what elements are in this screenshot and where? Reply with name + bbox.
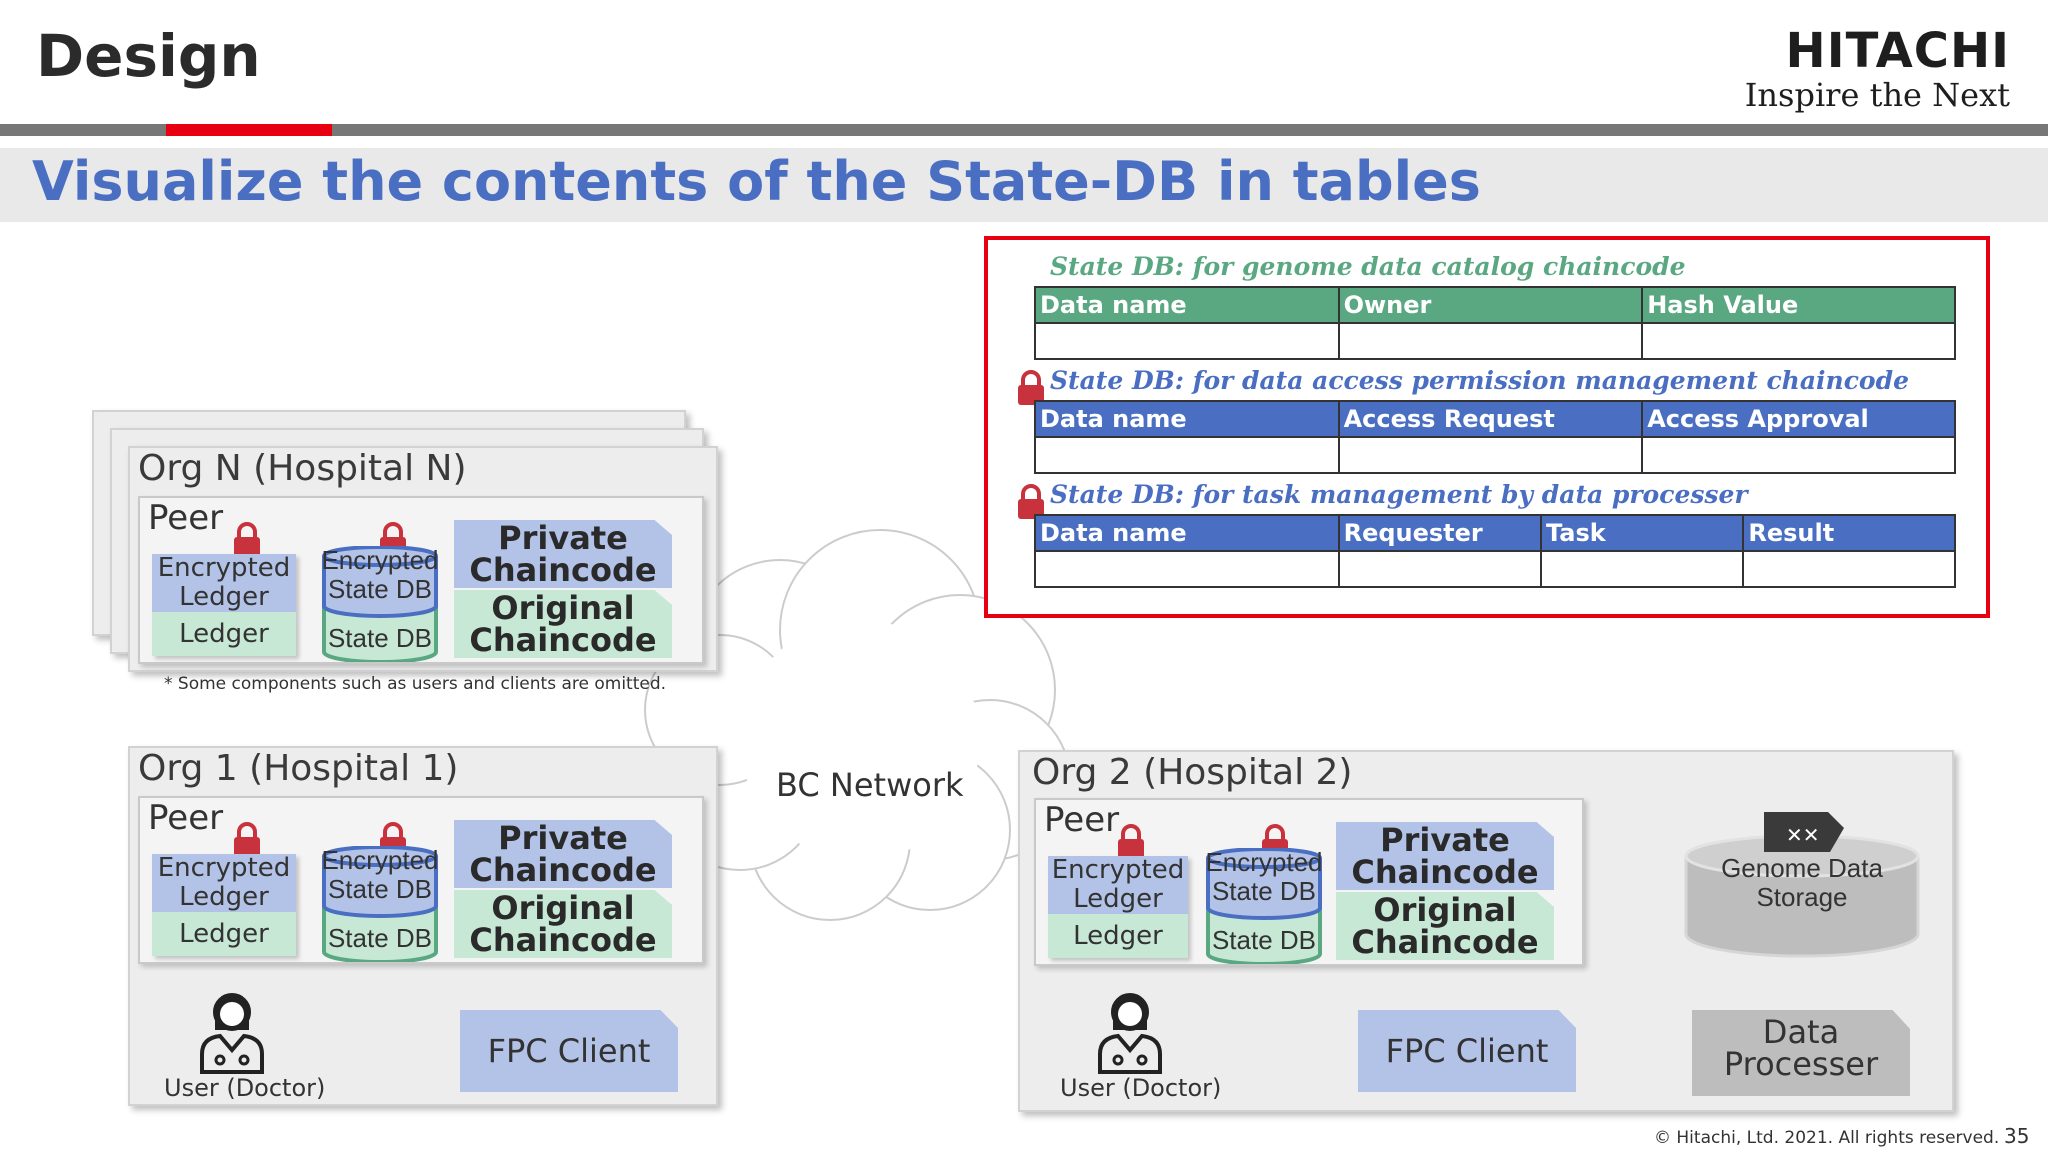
table-cell (1034, 322, 1340, 360)
table-header-cell: Owner (1337, 286, 1644, 324)
lock-icon (232, 522, 262, 563)
table-cell (1034, 436, 1340, 474)
table-header-cell: Data name (1034, 514, 1340, 552)
dna-chip-icon: ✕✕ (1756, 798, 1848, 859)
table-header-cell: Hash Value (1641, 286, 1956, 324)
state-db-tables-frame: State DB: for genome data catalog chainc… (984, 236, 1990, 618)
user-doctor-label: User (Doctor) (164, 1074, 326, 1102)
table-header-cell: Requester (1337, 514, 1542, 552)
table-header-cell: Task (1539, 514, 1745, 552)
doctor-icon (1094, 990, 1166, 1079)
peer-label: Peer (1044, 800, 1120, 840)
table-cell (1337, 550, 1542, 588)
header-divider (0, 124, 2048, 136)
table-cell (1641, 322, 1956, 360)
lock-icon (1016, 484, 1046, 525)
ledger: Ledger (152, 912, 296, 956)
lock-icon (232, 822, 262, 863)
table-cell (1539, 550, 1745, 588)
catalog-table: Data name Owner Hash Value (1034, 286, 1956, 360)
table-header-cell: Data name (1034, 286, 1340, 324)
table-caption-catalog: State DB: for genome data catalog chainc… (1050, 252, 1686, 281)
table-cell (1034, 550, 1340, 588)
state-db-label: State DB (327, 623, 433, 653)
org-n-title: Org N (Hospital N) (138, 448, 467, 489)
ledger: Ledger (152, 612, 296, 656)
lock-icon (1016, 370, 1046, 411)
table-cell (1742, 550, 1956, 588)
state-db-cylinder (320, 845, 440, 967)
peer-label: Peer (148, 498, 224, 538)
org-1-title: Org 1 (Hospital 1) (138, 748, 459, 789)
permission-table: Data name Access Request Access Approval (1034, 400, 1956, 474)
table-header-cell: Access Request (1337, 400, 1644, 438)
svg-text:✕✕: ✕✕ (1786, 823, 1820, 847)
copyright: © Hitachi, Ltd. 2021. All rights reserve… (1654, 1128, 2000, 1148)
logo-tagline: Inspire the Next (1744, 76, 2010, 114)
peer-label: Peer (148, 798, 224, 838)
fpc-client: FPC Client (1358, 1010, 1576, 1092)
omission-note: * Some components such as users and clie… (164, 674, 667, 694)
slide-subtitle: Visualize the contents of the State-DB i… (32, 150, 1481, 213)
logo-main: HITACHI (1785, 23, 2010, 79)
task-table: Data name Requester Task Result (1034, 514, 1956, 588)
lock-icon (1116, 824, 1146, 865)
org-2-title: Org 2 (Hospital 2) (1032, 752, 1353, 793)
state-db-cylinder (320, 545, 440, 667)
subtitle-band (0, 148, 2048, 222)
state-db-cylinder (1204, 847, 1324, 969)
table-caption-task: State DB: for task management by data pr… (1050, 480, 1748, 509)
table-header-cell: Data name (1034, 400, 1340, 438)
user-doctor-label: User (Doctor) (1060, 1074, 1222, 1102)
table-cell (1641, 436, 1956, 474)
table-header-cell: Access Approval (1641, 400, 1956, 438)
fpc-client: FPC Client (460, 1010, 678, 1092)
hitachi-logo: HITACHI Inspire the Next (1740, 24, 2010, 112)
page-number: 35 (2004, 1124, 2030, 1148)
table-cell (1337, 436, 1644, 474)
table-header-cell: Result (1742, 514, 1956, 552)
state-db-label: State DB (1211, 925, 1317, 955)
state-db-label: State DB (327, 923, 433, 953)
doctor-icon (196, 990, 268, 1079)
ledger: Ledger (1048, 914, 1188, 958)
table-cell (1337, 322, 1644, 360)
table-caption-permission: State DB: for data access permission man… (1050, 366, 1909, 395)
bc-network-label: BC Network (776, 766, 964, 804)
section-title: Design (36, 22, 261, 90)
header-accent (166, 124, 332, 136)
